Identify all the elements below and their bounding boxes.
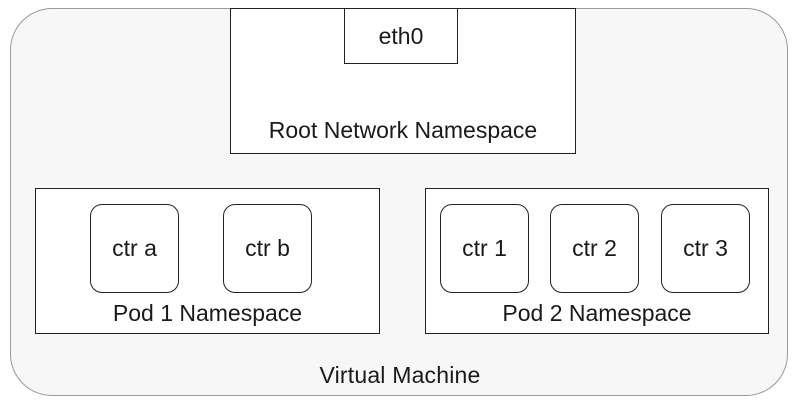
virtual-machine-label: Virtual Machine: [319, 362, 481, 388]
container-ctr-b: ctr b: [223, 204, 312, 293]
root-network-namespace-label: Root Network Namespace: [268, 117, 538, 143]
container-ctr-a: ctr a: [90, 204, 179, 293]
container-ctr-1: ctr 1: [440, 204, 529, 293]
container-ctr-3: ctr 3: [661, 204, 750, 293]
container-ctr-2: ctr 2: [550, 204, 639, 293]
pod-1-namespace-label: Pod 1 Namespace: [112, 300, 303, 326]
eth0-interface: eth0: [344, 8, 458, 64]
pod-2-namespace-label: Pod 2 Namespace: [502, 300, 692, 326]
